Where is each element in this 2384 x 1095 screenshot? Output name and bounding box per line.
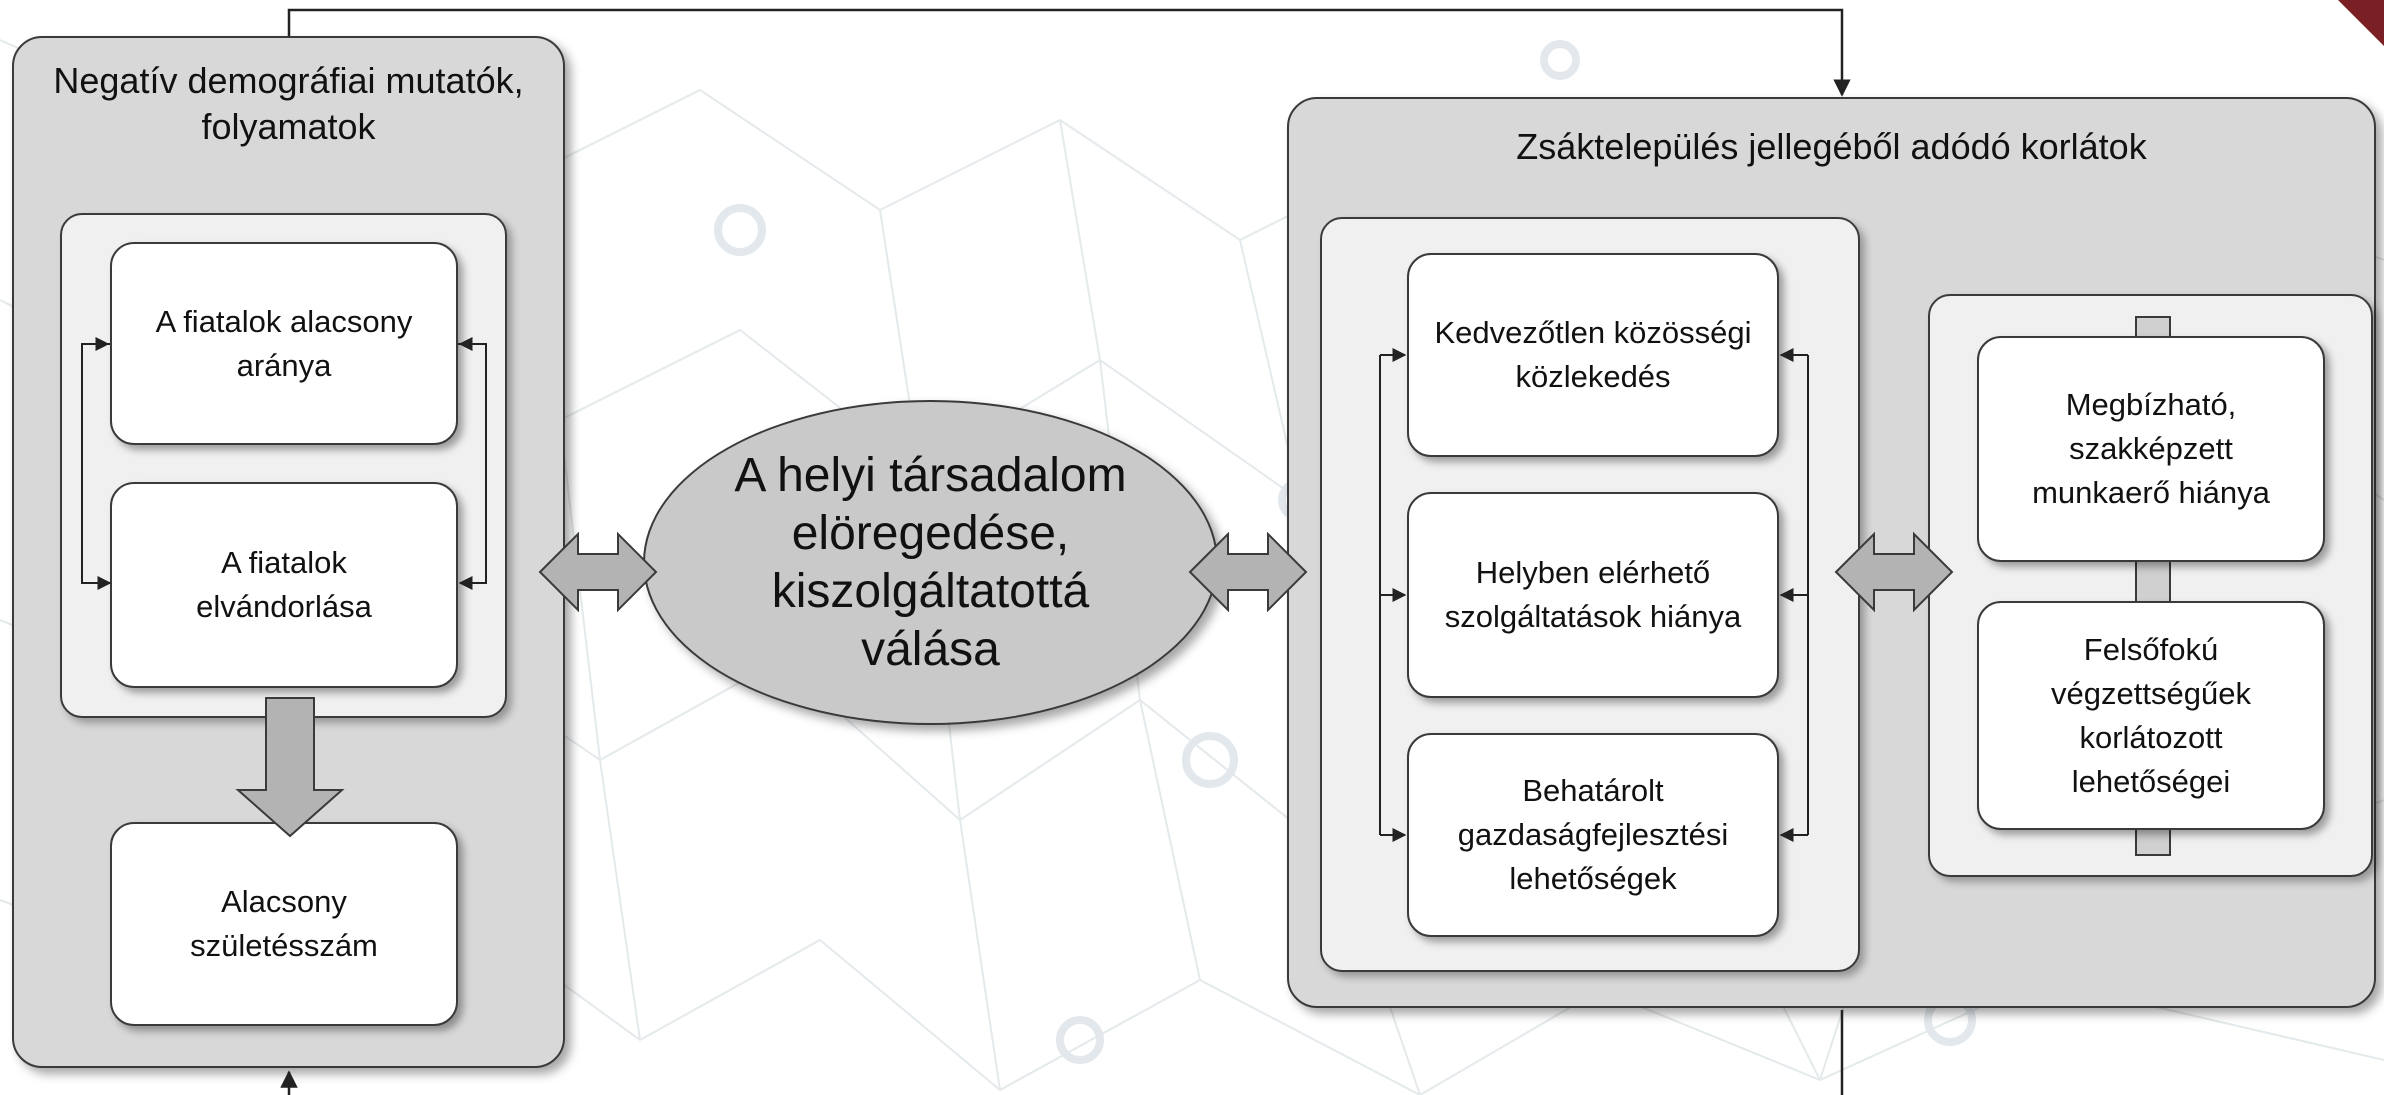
public-transport-box: Kedvezőtlen közösségi közlekedés <box>1407 253 1779 457</box>
central-ellipse: A helyi társadalom elöregedése, kiszolgá… <box>643 400 1218 725</box>
young-people-ratio-box: A fiatalok alacsony aránya <box>110 242 458 445</box>
low-birthrate-box: Alacsony születésszám <box>110 822 458 1026</box>
corner-badge <box>2338 0 2384 46</box>
connector-bar-bottom <box>2135 828 2171 856</box>
skilled-workforce-box: Megbízható, szakképzett munkaerő hiánya <box>1977 336 2325 562</box>
left-panel-title: Negatív demográfiai mutatók, folyamatok <box>53 60 524 147</box>
economic-development-box: Behatárolt gazdaságfejlesztési lehetőség… <box>1407 733 1779 937</box>
connector-bar-middle <box>2135 560 2171 604</box>
right-panel-title: Zsáktelepülés jellegéből adódó korlátok <box>1516 126 2147 167</box>
connector-bar-top <box>2135 316 2171 338</box>
local-services-box: Helyben elérhető szolgáltatások hiánya <box>1407 492 1779 698</box>
graduates-opportunities-box: Felsőfokú végzettségűek korlátozott lehe… <box>1977 601 2325 830</box>
youth-emigration-box: A fiatalok elvándorlása <box>110 482 458 688</box>
